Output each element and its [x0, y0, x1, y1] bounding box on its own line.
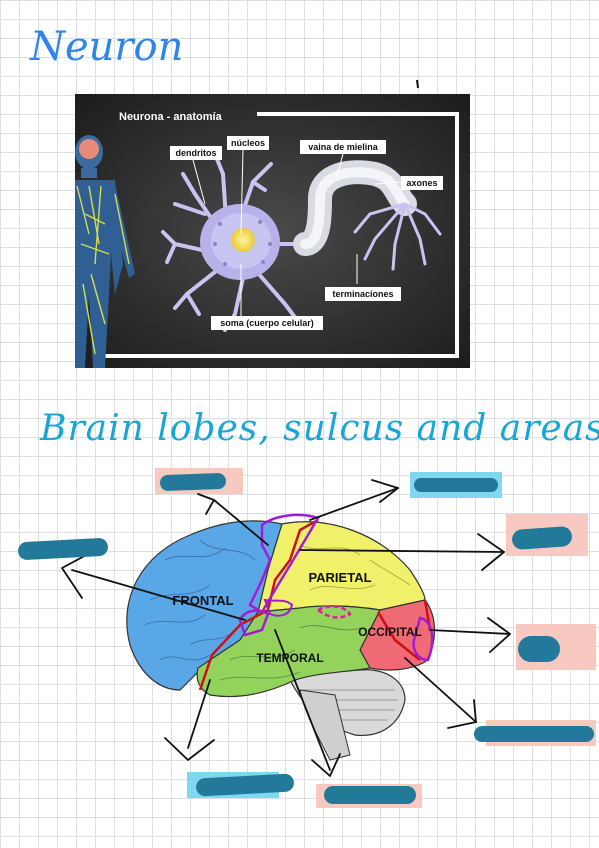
label-axones: axones: [406, 178, 437, 188]
lateral-sulcus-line: [198, 608, 269, 691]
brain-section-title: Brain lobes, sulcus and areas: [40, 408, 599, 449]
broca-area-outline: [238, 609, 270, 637]
human-body-figure: [75, 135, 135, 368]
pointer-arrows: [61, 479, 511, 777]
label-vaina-mielina: vaina de mielina: [308, 142, 379, 152]
scribble-right-upper: [511, 525, 573, 551]
label-dendritos: dendritos: [175, 148, 216, 158]
label-temporal: TEMPORAL: [256, 651, 323, 665]
label-nucleos: núcleos: [231, 138, 265, 148]
scribble-bottom-middle: [324, 786, 416, 804]
axon-terminals: [353, 202, 442, 271]
scribble-top-right: [414, 478, 498, 492]
neuron-heading: Neurona - anatomía: [119, 111, 223, 123]
frontal-lobe: [126, 520, 283, 691]
brain: [126, 513, 436, 761]
label-terminaciones: terminaciones: [332, 289, 393, 299]
neuron-title: Neuron: [30, 24, 184, 70]
parieto-occipital-line: [376, 611, 421, 661]
label-parietal: PARIETAL: [308, 570, 371, 585]
neuron-anatomy-image: Neurona - anatomía: [75, 94, 470, 368]
central-sulcus-line: [266, 518, 319, 611]
label-frontal: FRONTAL: [172, 593, 233, 608]
label-soma: soma (cuerpo celular): [220, 318, 314, 328]
label-occipital: OCCIPITAL: [358, 625, 422, 639]
stray-mark: [416, 79, 419, 89]
scribble-top-left: [159, 472, 227, 492]
wernicke-area-outline: [315, 605, 352, 619]
parietal-lobe: [257, 521, 426, 613]
visual-area-outline: [412, 616, 434, 662]
scribble-right-lower: [474, 726, 594, 742]
scribble-right-middle: [518, 636, 560, 662]
